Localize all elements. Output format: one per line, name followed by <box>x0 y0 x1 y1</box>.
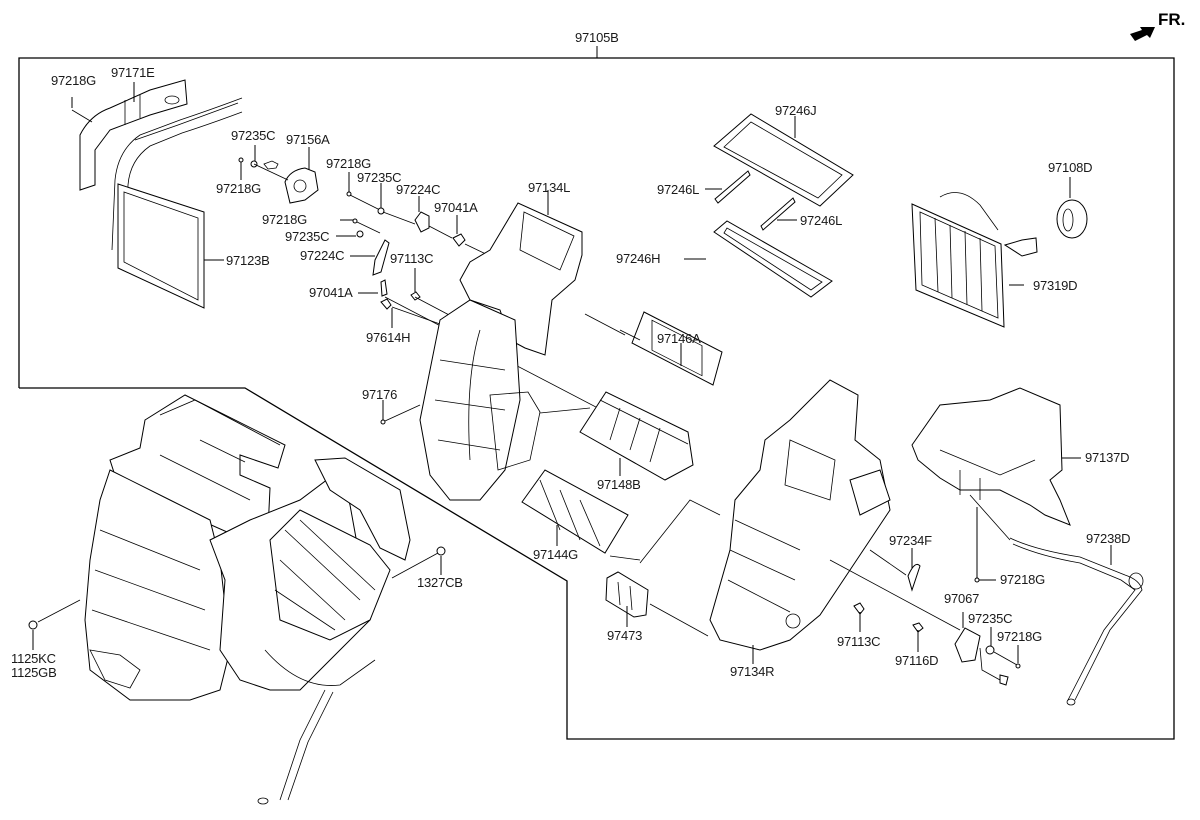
label-97176: 97176 <box>362 387 398 402</box>
part-97246-filter-frames <box>684 113 854 298</box>
label-97235C: 97235C <box>231 128 276 143</box>
part-97319D-evaporator <box>911 192 1038 328</box>
label-97235C: 97235C <box>357 170 402 185</box>
label-97224C: 97224C <box>396 182 441 197</box>
label-97148B: 97148B <box>597 477 641 492</box>
part-97171E-bracket <box>71 79 188 191</box>
label-97113C: 97113C <box>390 251 434 266</box>
label-97041A: 97041A <box>309 285 353 300</box>
label-97614H: 97614H <box>366 330 411 345</box>
label-1125GB: 1125GB <box>11 665 57 680</box>
part-97123B-heater-core <box>111 97 243 309</box>
part-small-fasteners-right <box>853 548 1021 686</box>
part-97148B-door <box>579 391 694 481</box>
label-97144G: 97144G <box>533 547 579 562</box>
label-97319D: 97319D <box>1033 278 1078 293</box>
label-97234F: 97234F <box>889 533 932 548</box>
part-bolts-bottom-left <box>28 546 446 650</box>
label-97218G: 97218G <box>997 629 1043 644</box>
label-97473: 97473 <box>607 628 643 643</box>
label-97238D: 97238D <box>1086 531 1131 546</box>
label-97218G: 97218G <box>326 156 372 171</box>
front-arrow-icon <box>1130 27 1155 41</box>
label-97137D: 97137D <box>1085 450 1130 465</box>
label-97108D: 97108D <box>1048 160 1093 175</box>
label-97246H: 97246H <box>616 251 661 266</box>
label-97218G: 97218G <box>262 212 308 227</box>
label-97246L: 97246L <box>800 213 843 228</box>
label-1125KC: 1125KC <box>11 651 56 666</box>
label-1327CB: 1327CB <box>417 575 463 590</box>
label-97218G: 97218G <box>1000 572 1046 587</box>
label-97171E: 97171E <box>111 65 155 80</box>
part-97134R-case-right <box>709 379 961 664</box>
label-97224C: 97224C <box>300 248 345 263</box>
part-97238D-drain-hose <box>969 494 1144 706</box>
label-97246J: 97246J <box>775 103 817 118</box>
label-97123B: 97123B <box>226 253 270 268</box>
label-97113C: 97113C <box>837 634 881 649</box>
label-97235C: 97235C <box>285 229 330 244</box>
part-97134L-case-left <box>419 190 626 501</box>
part-97156A-actuator <box>238 145 319 204</box>
part-97108D-grommet <box>1056 177 1088 239</box>
part-97137D-lower-case <box>911 387 1081 583</box>
front-orientation-label: FR. <box>1158 10 1186 29</box>
part-97176-clip <box>380 400 421 425</box>
label-97156A: 97156A <box>286 132 330 147</box>
part-97146A-door <box>619 311 723 386</box>
label-97146A: 97146A <box>657 331 701 346</box>
label-97067: 97067 <box>944 591 980 606</box>
label-97218G: 97218G <box>51 73 97 88</box>
label-97134R: 97134R <box>730 664 775 679</box>
label-97218G: 97218G <box>216 181 262 196</box>
label-97134L: 97134L <box>528 180 571 195</box>
label-97116D: 97116D <box>895 653 939 668</box>
part-97473-grille <box>605 571 709 637</box>
label-97041A: 97041A <box>434 200 478 215</box>
label-97235C: 97235C <box>968 611 1013 626</box>
part-97144G-mode-door <box>521 469 721 564</box>
part-hvac-assembly-complete <box>84 394 411 805</box>
label-97105B: 97105B <box>575 30 619 45</box>
assembly-frame <box>18 57 1175 740</box>
label-97246L: 97246L <box>657 182 700 197</box>
